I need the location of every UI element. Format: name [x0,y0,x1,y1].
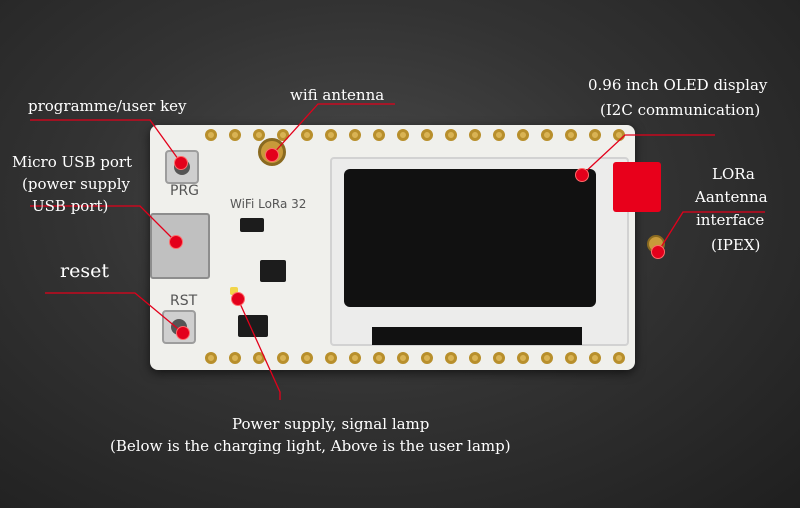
header-pin [469,129,481,141]
prog-key-dot [174,156,188,170]
label-lora-4: (IPEX) [711,236,761,254]
label-lora-3: interface [696,211,765,229]
oled-dot [575,168,589,182]
lamp-dot [231,292,245,306]
header-pin [253,129,265,141]
lora-dot [651,245,665,259]
label-usb-1: Micro USB port [12,153,133,171]
wifi-lora-board: PRG WiFi LoRa 32 RST [150,125,665,370]
header-pin [565,129,577,141]
chip-small [240,218,264,232]
label-reset: reset [60,260,109,282]
label-oled-1: 0.96 inch OLED display [588,76,768,94]
header-pin [229,129,241,141]
header-pin [493,352,505,364]
line-prog-key [30,119,182,164]
header-pin [253,352,265,364]
header-pin [541,352,553,364]
oled-screen [344,169,596,307]
top-pin-header [150,127,635,147]
wifi-dot [265,148,279,162]
label-prog-key: programme/user key [28,97,187,115]
line-lamp [237,298,281,400]
header-pin [301,352,313,364]
label-wifi-antenna: wifi antenna [290,86,385,104]
prg-button[interactable] [165,150,199,184]
header-pin [589,129,601,141]
header-pin [421,129,433,141]
label-usb-3: USB port) [32,197,109,215]
header-pin [589,352,601,364]
label-lamp-2: (Below is the charging light, Above is t… [110,437,511,455]
label-lora-1: LORa [712,165,755,183]
label-lamp-1: Power supply, signal lamp [232,415,430,433]
header-pin [277,129,289,141]
label-lora-2: Aantenna [695,188,768,206]
header-pin [325,352,337,364]
header-pin [445,352,457,364]
usb-dot [169,235,183,249]
bottom-pin-header [150,350,635,370]
header-pin [229,352,241,364]
label-usb-2: (power supply [22,175,130,193]
header-pin [613,352,625,364]
red-connector [613,162,661,212]
header-pin [517,129,529,141]
header-pin [397,129,409,141]
prg-silk-label: PRG [170,183,200,199]
rst-silk-label: RST [170,293,198,309]
reset-dot [176,326,190,340]
line-wifi [271,103,395,156]
header-pin [301,129,313,141]
line-lora [657,211,765,253]
oled-display [330,157,629,346]
board-name-silk: WiFi LoRa 32 [230,197,307,211]
label-oled-2: (I2C communication) [600,101,761,119]
header-pin [349,129,361,141]
header-pin [469,352,481,364]
line-oled [581,134,715,176]
header-pin [565,352,577,364]
header-pin [541,129,553,141]
user-led [230,287,238,295]
header-pin [205,129,217,141]
header-pin [373,352,385,364]
chip-bottom [238,315,268,337]
header-pin [325,129,337,141]
header-pin [421,352,433,364]
header-pin [205,352,217,364]
header-pin [493,129,505,141]
header-pin [277,352,289,364]
line-reset [45,292,184,334]
header-pin [397,352,409,364]
header-pin [517,352,529,364]
chip-regulator [260,260,286,282]
line-usb [30,205,177,243]
header-pin [349,352,361,364]
oled-flex-cable [372,327,582,345]
header-pin [373,129,385,141]
header-pin [445,129,457,141]
